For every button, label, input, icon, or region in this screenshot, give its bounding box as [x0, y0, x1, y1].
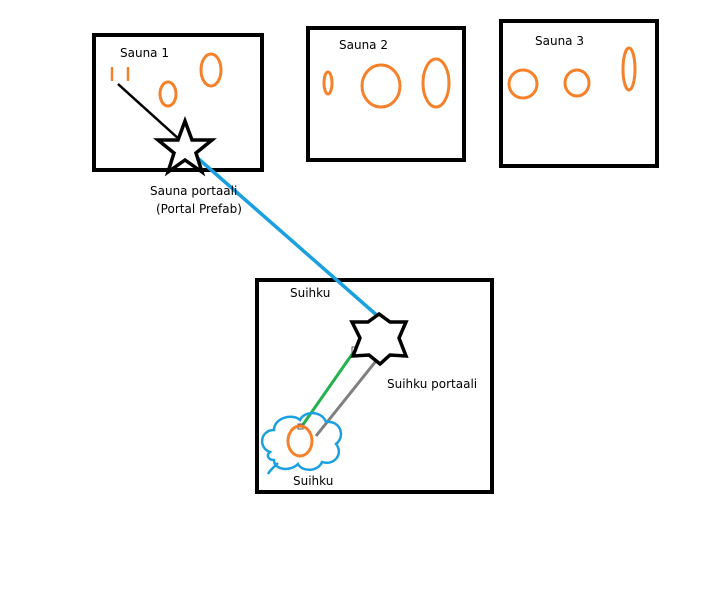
- five-point-star-icon: [153, 115, 217, 177]
- suihku-object-label: Suihku: [293, 474, 333, 488]
- sauna-3-orange-circle-left: [507, 68, 539, 100]
- sauna-1-label: Sauna 1: [120, 46, 169, 60]
- sauna-2-room: [306, 26, 466, 162]
- sauna-3-orange-oval-tall: [621, 46, 637, 92]
- sauna-portal-label: Sauna portaali: [150, 184, 237, 198]
- gray-link-line: [314, 355, 382, 437]
- sauna-2-orange-oval-tall: [421, 57, 451, 109]
- suihku-room-label: Suihku: [290, 286, 330, 300]
- suihku-orange-object: [286, 424, 314, 458]
- sauna-1-room: [92, 33, 264, 172]
- sauna-1-black-link-line: [117, 83, 181, 141]
- portal-link-line: [191, 152, 382, 320]
- cloud-icon: [261, 411, 343, 475]
- sauna-2-label: Sauna 2: [339, 38, 388, 52]
- sauna-3-room: [499, 19, 659, 168]
- sauna-3-label: Sauna 3: [535, 34, 584, 48]
- sauna-3-orange-circle-middle: [563, 68, 591, 98]
- sauna-2-orange-oval-small: [322, 70, 334, 96]
- sauna-1-orange-oval-large: [199, 52, 223, 88]
- green-link-line: [300, 349, 357, 427]
- suihku-portal-label: Suihku portaali: [387, 377, 477, 391]
- sauna-2-orange-oval-medium: [360, 63, 402, 109]
- sauna-1-orange-oval-small: [158, 80, 178, 108]
- suihku-room: [255, 278, 494, 494]
- six-point-star-icon: [349, 311, 409, 367]
- sauna-portal-sublabel: (Portal Prefab): [156, 202, 242, 216]
